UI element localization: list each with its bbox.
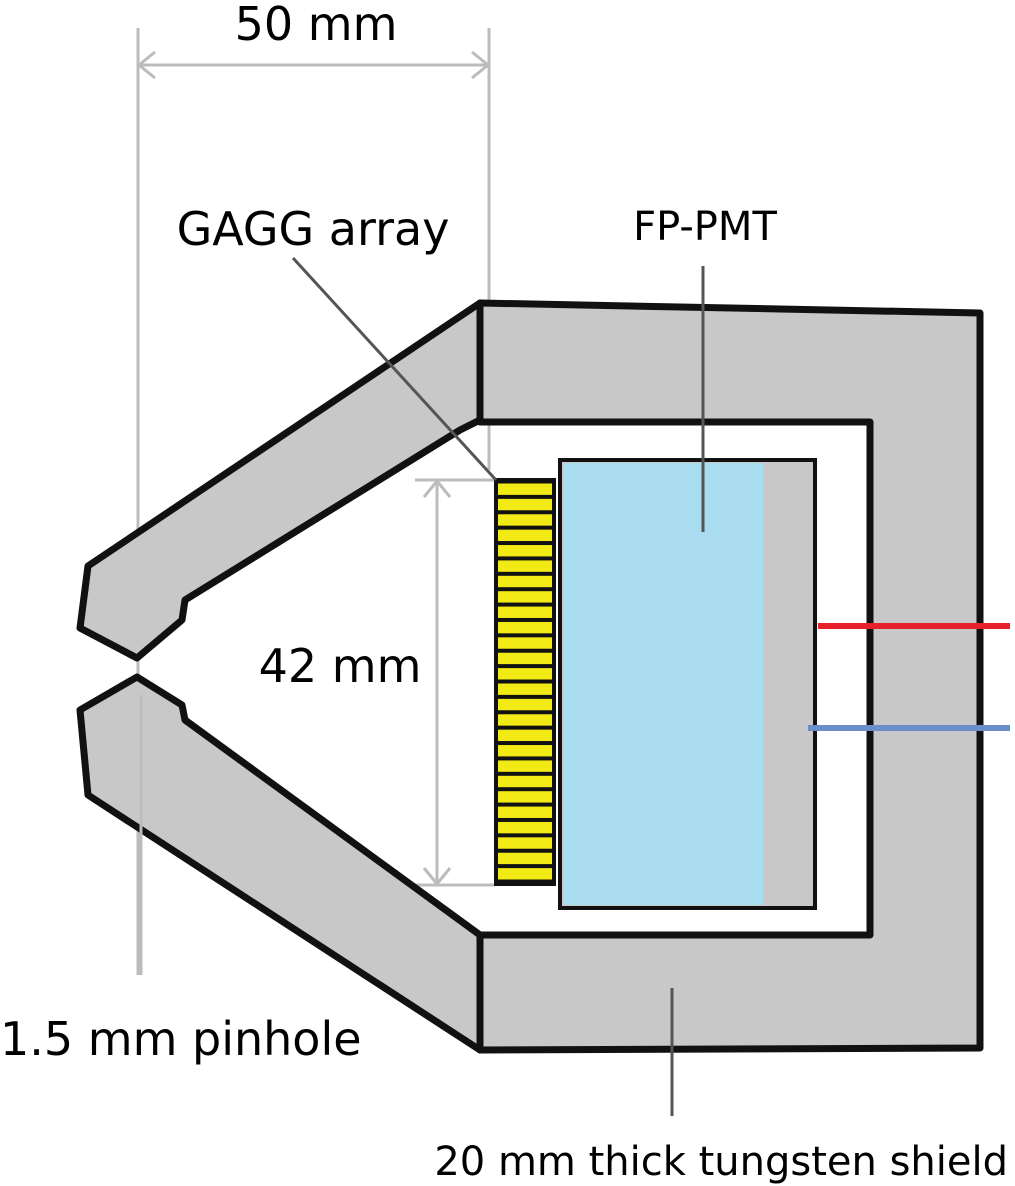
gagg-crystal-pixel [498,729,552,742]
width-dim-arrow-left [136,50,156,80]
gagg-crystal-pixel [498,745,552,757]
shield-label: 20 mm thick tungsten shield [434,1139,1008,1185]
gagg-crystal-pixel [498,652,552,665]
pinhole-label: 1.5 mm pinhole [0,1012,362,1066]
height-dim-arrow-top [422,478,452,498]
width-dim-arrow-right [471,50,491,80]
gagg-crystal-pixel [498,760,552,772]
gagg-array-label: GAGG array [177,202,450,256]
gagg-crystal-pixel [498,821,552,834]
height-dimension-label: 42 mm [259,639,422,693]
gagg-crystal-pixel [498,837,552,849]
gagg-crystal-pixel [498,775,552,788]
gagg-crystal-pixel [498,637,552,649]
width-dimension-label: 50 mm [235,0,398,51]
gagg-crystal-pixel [498,868,552,880]
gagg-crystal-pixel [498,806,552,818]
shield-upper-arm [76,299,484,662]
leader-lines [291,256,705,1116]
pmt-window [563,463,763,905]
shield-housing [476,299,984,1054]
gagg-crystal-pixel [498,575,552,588]
gagg-crystal-pixel [498,483,552,495]
gagg-crystal-pixel [498,683,552,695]
gagg-crystal-pixel [498,545,552,557]
gagg-crystal-pixel [498,514,552,526]
gagg-crystal-pixel [498,714,552,726]
height-dim-arrow-bottom [422,867,452,887]
fp-pmt-label: FP-PMT [633,204,777,250]
gagg-crystal-pixel [498,852,552,865]
gagg-pixel-rows [498,483,552,880]
gagg-crystal-pixel [498,698,552,711]
gagg-crystal-pixel [498,668,552,680]
gagg-crystal-pixel [498,498,552,511]
pmt-outline [558,458,817,910]
gagg-crystal-pixel [498,529,552,542]
gagg-crystal-pixel [498,791,552,803]
gagg-crystal-pixel [498,591,552,603]
gagg-crystal-pixel [498,560,552,572]
gagg-leader-line [291,256,498,482]
gagg-crystal-pixel [498,621,552,634]
gagg-crystal-pixel [498,606,552,618]
